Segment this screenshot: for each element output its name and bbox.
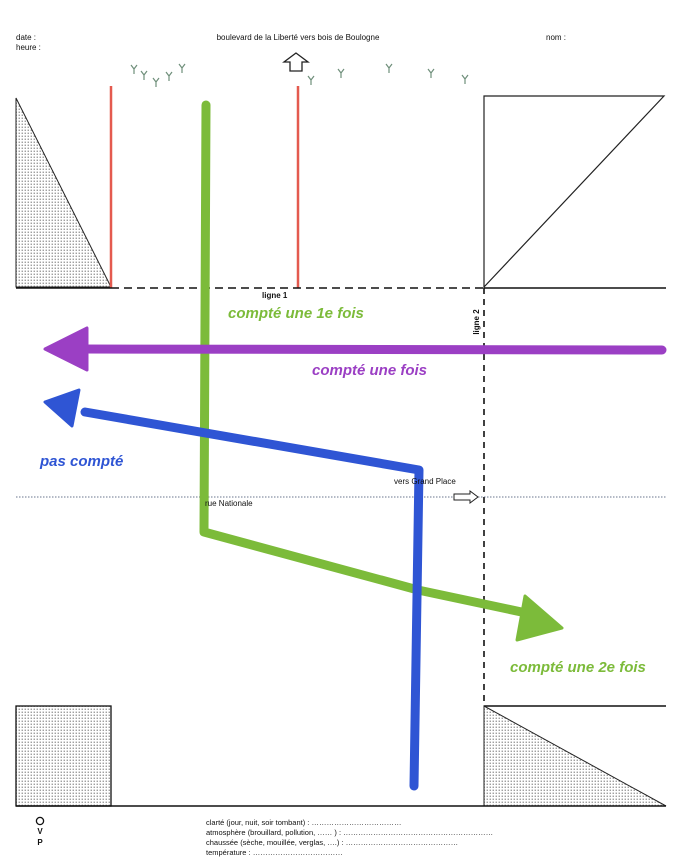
name-label: nom : [546,33,566,42]
legend-v: V [37,827,43,836]
building-block-bottom-right [483,705,667,807]
purple-path [75,344,667,355]
purple-arrowhead [43,326,89,372]
label-not-counted: pas compté [39,453,123,470]
clarity-field: clarté (jour, nuit, soir tombant) : …………… [206,818,401,827]
line-1-label: ligne 1 [262,291,288,300]
green-path [199,100,536,619]
blue-arrowhead [43,388,81,428]
road-field: chaussée (sèche, mouillée, verglas, ….) … [206,838,458,847]
arrow-right-icon [453,490,479,504]
tree-icon [337,68,345,78]
tree-icon [152,77,160,87]
tree-icon [130,64,138,74]
label-counted-once: compté une fois [312,362,427,379]
tree-icon [140,70,148,80]
label-counted-second: compté une 2e fois [510,659,646,676]
building-block-bottom-left [15,705,112,807]
page-title: boulevard de la Liberté vers bois de Bou… [217,33,380,42]
legend-p: P [37,838,43,847]
atmosphere-field: atmosphère (brouillard, pollution, …… ) … [206,828,493,837]
tree-icon [165,71,173,81]
tree-icon [461,74,469,84]
direction-label: vers Grand Place [394,477,456,486]
building-block-top-left [15,97,112,288]
blue-path [80,407,424,791]
building-block-top-right [483,95,666,289]
tree-row [130,63,469,87]
temperature-field: température : ……………………………… [206,848,343,857]
label-counted-first: compté une 1e fois [228,305,364,322]
green-arrowhead [515,594,564,642]
time-label: heure : [16,43,41,52]
street-label: rue Nationale [205,499,253,508]
tree-icon [307,75,315,85]
arrow-up-icon [282,52,310,72]
line-2-label: ligne 2 [472,309,481,335]
circle-icon [35,816,45,826]
tree-icon [178,63,186,73]
date-label: date : [16,33,36,42]
tree-icon [427,68,435,78]
tree-icon [385,63,393,73]
